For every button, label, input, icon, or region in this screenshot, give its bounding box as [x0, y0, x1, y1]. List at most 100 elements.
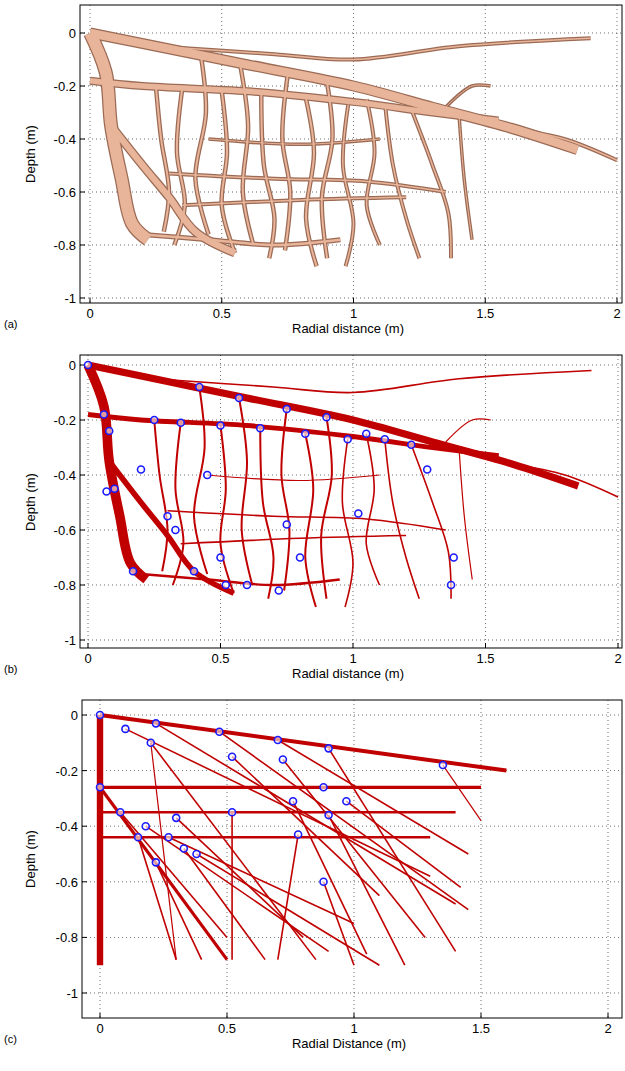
grid-line: [80, 365, 622, 366]
panel-letter: (a): [4, 317, 17, 332]
tick-label: 2: [613, 306, 620, 321]
branch-point: [344, 436, 351, 443]
tick-mark: [481, 1013, 482, 1018]
root-segment: [156, 38, 591, 59]
branch-point: [290, 798, 297, 805]
root-segment: [111, 126, 235, 253]
branch-point: [381, 436, 388, 443]
branch-point: [408, 441, 415, 448]
axis-title: Depth (m): [23, 830, 38, 888]
grid-line: [608, 700, 609, 1018]
root-segment: [240, 65, 253, 245]
panel-letter: (b): [4, 662, 17, 677]
tick-mark: [100, 1013, 101, 1018]
branch-point: [177, 419, 184, 426]
root-segment: [156, 86, 169, 232]
root-outline: [343, 105, 354, 267]
branch-point: [279, 756, 286, 763]
root-segment: [446, 419, 491, 442]
root-segment: [88, 415, 499, 456]
root-segment: [261, 94, 274, 258]
branch-point: [106, 428, 113, 435]
branch-point: [217, 554, 224, 561]
root-segment: [168, 511, 446, 530]
tick-mark: [221, 298, 222, 303]
branch-point: [152, 720, 159, 727]
root-segment: [169, 173, 446, 192]
tick-mark: [608, 1013, 609, 1018]
root-segment: [184, 848, 265, 959]
tick-label: 0: [84, 651, 91, 666]
axis-title: Radial distance (m): [292, 321, 404, 336]
tick-label: -1: [66, 986, 78, 1001]
root-system: [85, 362, 619, 608]
tick-mark: [617, 298, 618, 303]
branch-point: [222, 582, 229, 589]
tick-mark: [353, 643, 354, 648]
tick-mark: [80, 298, 85, 299]
root-segment: [512, 464, 618, 497]
tick-mark: [88, 643, 89, 648]
branch-point: [448, 582, 455, 589]
tick-mark: [82, 937, 87, 938]
branch-point: [100, 411, 107, 418]
branch-point: [229, 753, 236, 760]
tick-label: -0.4: [56, 819, 78, 834]
root-outline: [411, 110, 451, 258]
tick-label: -0.2: [54, 79, 76, 94]
grid-line: [481, 700, 482, 1018]
tick-mark: [354, 1013, 355, 1018]
tick-label: 0: [69, 26, 76, 41]
grid-line: [82, 715, 622, 716]
tick-label: -0.2: [56, 763, 78, 778]
root-outline: [195, 54, 208, 234]
branch-point: [85, 362, 92, 369]
root-segment: [324, 882, 354, 965]
branch-point: [103, 488, 110, 495]
tick-label: -0.2: [54, 413, 76, 428]
branch-point: [302, 430, 309, 437]
plot-frame-fill: [80, 5, 622, 303]
tick-label: -0.6: [54, 185, 76, 200]
branch-point: [439, 762, 446, 769]
root-outline: [385, 105, 419, 259]
root-outline: [182, 197, 406, 205]
root-segment: [100, 787, 227, 959]
branch-point: [424, 466, 431, 473]
branch-point: [343, 798, 350, 805]
root-segment: [100, 836, 430, 838]
tick-label: 1.5: [472, 1021, 490, 1036]
branch-point: [122, 725, 129, 732]
tick-mark: [80, 640, 85, 641]
tick-mark: [82, 993, 87, 994]
root-outline: [209, 139, 380, 144]
tick-label: 0.5: [211, 651, 229, 666]
root-segment: [154, 420, 167, 571]
root-segment: [100, 811, 456, 813]
tick-mark: [80, 585, 85, 586]
tick-mark: [82, 715, 87, 716]
root-segment: [156, 862, 202, 959]
tick-mark: [220, 643, 221, 648]
tick-mark: [82, 881, 87, 882]
branch-point: [257, 425, 264, 432]
tick-label: -0.8: [54, 238, 76, 253]
root-outline: [90, 81, 498, 121]
plot-frame-fill: [80, 355, 622, 648]
grid-line: [353, 5, 354, 303]
root-segment: [446, 85, 491, 107]
plot-panel: [82, 700, 622, 1018]
tick-mark: [80, 475, 85, 476]
tick-mark: [80, 86, 85, 87]
tick-label: 0: [86, 306, 93, 321]
root-outline: [282, 75, 290, 250]
root-segment: [169, 837, 354, 923]
root-segment: [209, 139, 380, 144]
root-outline: [446, 85, 491, 107]
grid-line: [88, 355, 89, 648]
tick-mark: [80, 245, 85, 246]
root-segment: [260, 428, 273, 599]
tick-label: -0.8: [56, 930, 78, 945]
